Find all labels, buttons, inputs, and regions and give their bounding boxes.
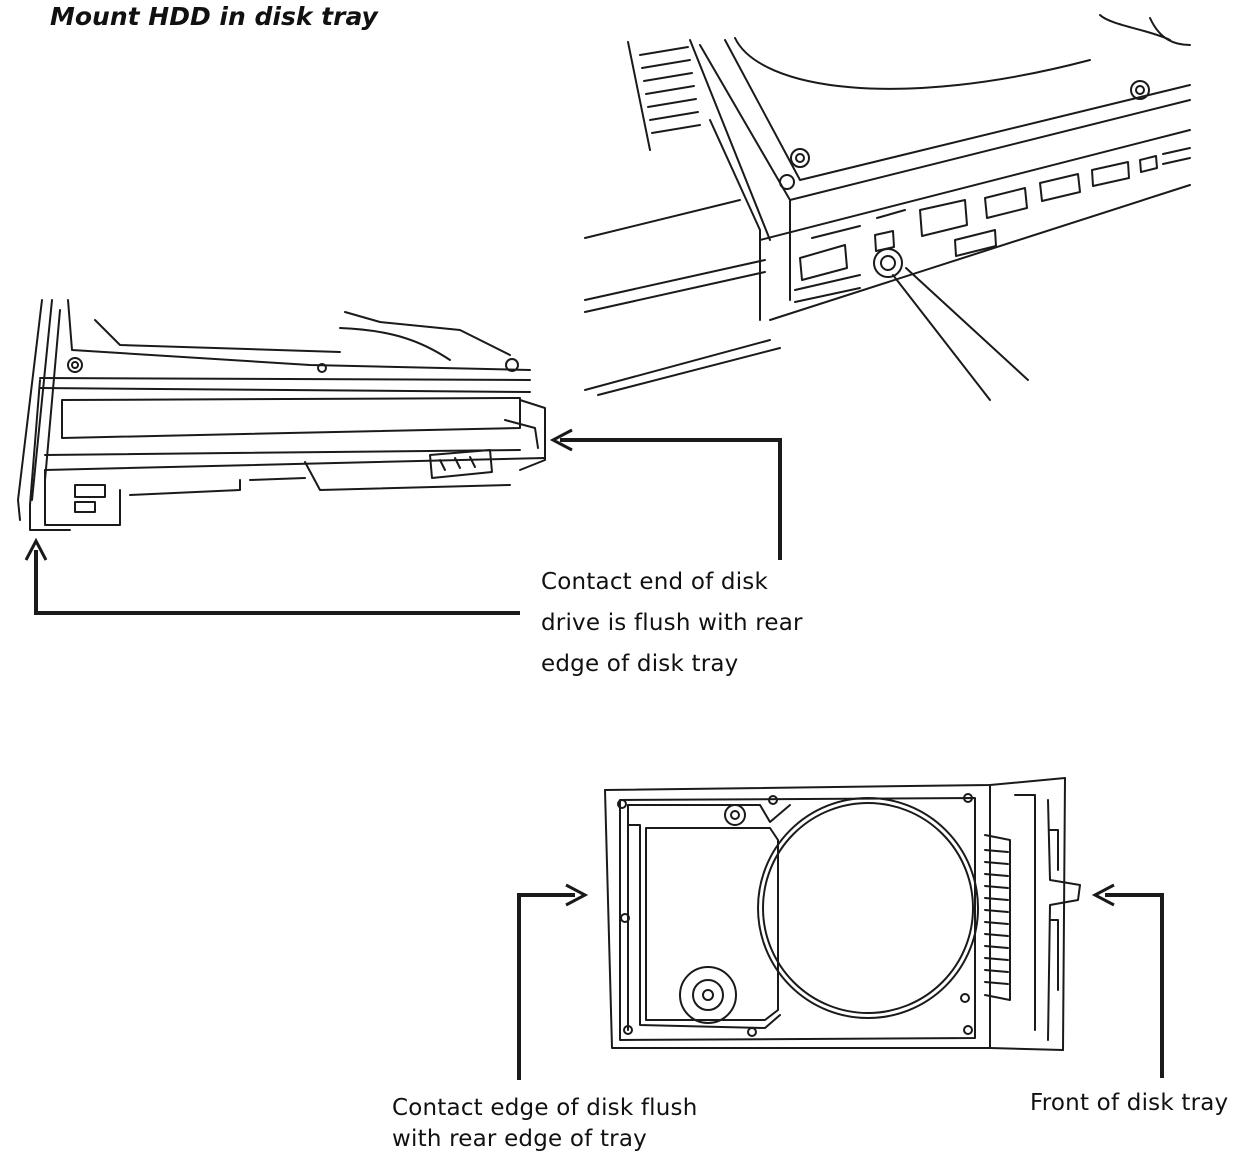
side-view-caption: Contact end of disk drive is flush with … xyxy=(541,562,803,685)
arrow-to-tray-edge xyxy=(34,550,520,615)
caption-line: with rear edge of tray xyxy=(392,1126,647,1152)
arrowhead-tray-front xyxy=(1091,883,1115,907)
arrow-to-tray-rear-edge xyxy=(517,893,575,1080)
arrowhead-tray-edge xyxy=(24,537,48,561)
screwdriver-detail-illustration xyxy=(584,14,1191,401)
caption-line: Contact end of disk xyxy=(541,569,769,595)
top-view-drive-illustration xyxy=(604,777,1081,1051)
arrow-to-drive-end xyxy=(560,438,782,560)
arrowhead-drive-end xyxy=(549,428,573,452)
caption-line: Contact edge of disk flush xyxy=(392,1095,698,1121)
rear-edge-caption: Contact edge of disk flush with rear edg… xyxy=(392,1093,698,1155)
caption-line: drive is flush with rear xyxy=(541,610,803,636)
side-view-callout-arrows xyxy=(24,428,782,615)
caption-line: Front of disk tray xyxy=(1030,1090,1229,1116)
arrowhead-tray-rear-edge xyxy=(565,883,589,907)
arrow-to-tray-front xyxy=(1105,893,1164,1078)
front-of-tray-caption: Front of disk tray xyxy=(1030,1088,1228,1119)
caption-line: edge of disk tray xyxy=(541,651,739,677)
top-view-callout-arrows xyxy=(517,883,1164,1080)
page-title: Mount HDD in disk tray xyxy=(50,2,378,31)
side-view-drive-illustration xyxy=(17,299,546,531)
